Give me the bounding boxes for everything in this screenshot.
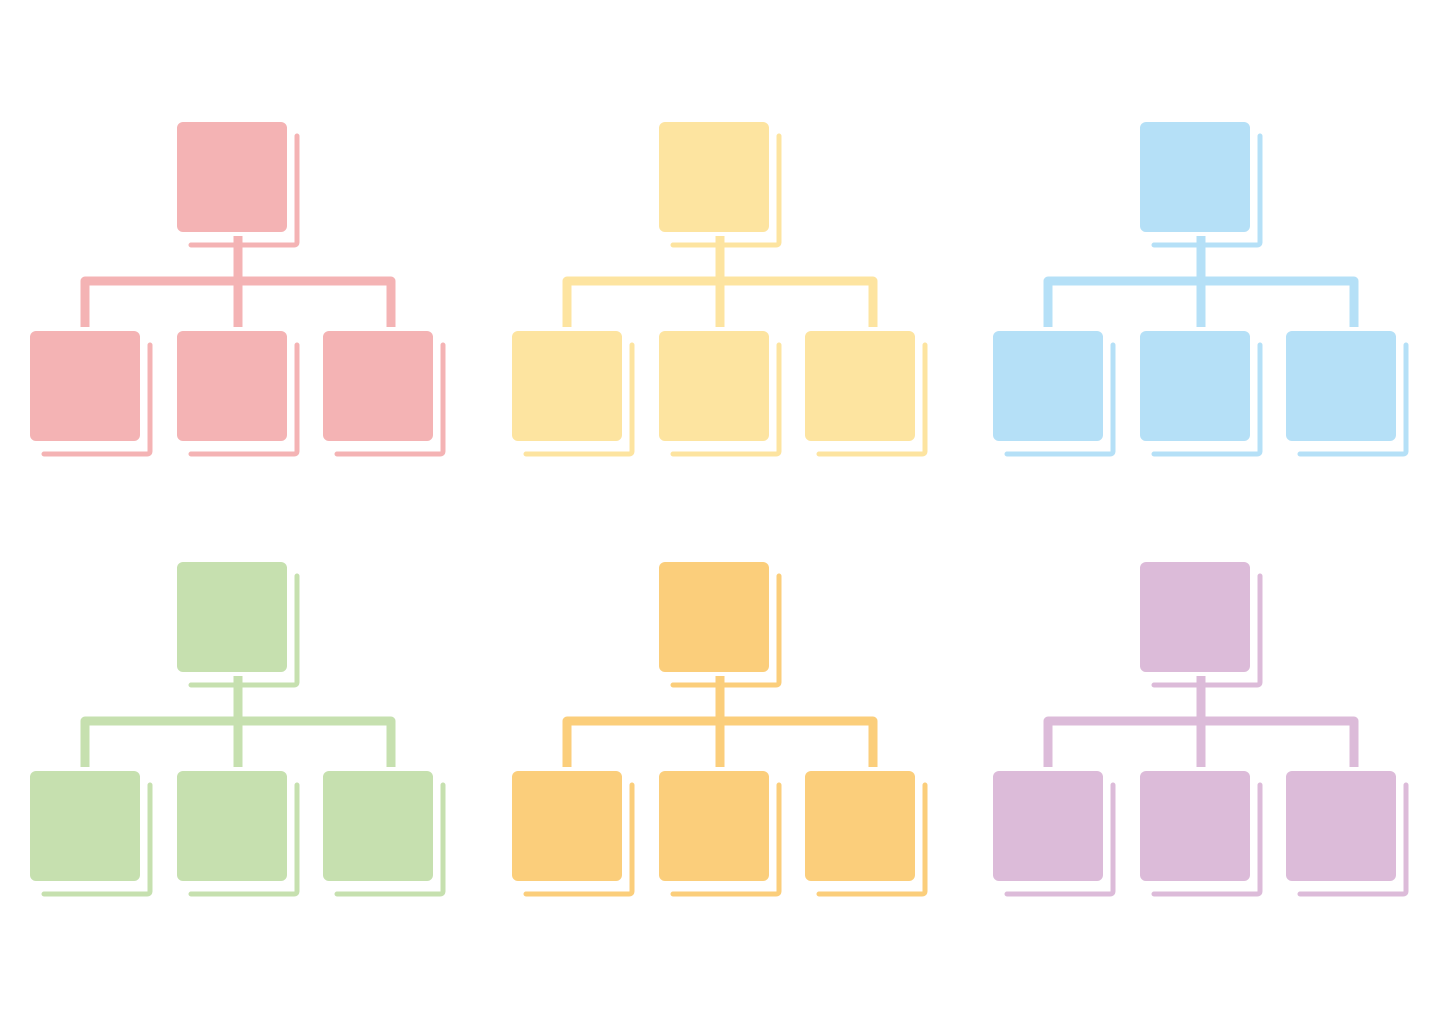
child-node-1 — [989, 767, 1116, 897]
hierarchy-diagram-orange — [508, 558, 928, 897]
card-box — [993, 771, 1103, 881]
connector-branch — [80, 276, 396, 330]
stacked-card-outline — [670, 133, 782, 248]
child-node-2 — [1136, 767, 1263, 897]
child-node-2 — [1136, 327, 1263, 457]
child-node-1 — [508, 767, 635, 897]
stacked-card-outline — [1297, 342, 1409, 457]
child-node-3 — [801, 767, 928, 897]
card-box — [512, 331, 622, 441]
stacked-card-outline — [670, 782, 782, 897]
card-box — [177, 562, 287, 672]
root-node — [1136, 558, 1263, 688]
stacked-card-outline — [41, 342, 153, 457]
child-node-1 — [26, 327, 153, 457]
connector-branch — [1043, 276, 1359, 330]
connector-branch — [562, 276, 878, 330]
card-box — [1140, 331, 1250, 441]
stacked-card-outline — [1151, 342, 1263, 457]
connector-branch — [1043, 716, 1359, 770]
child-node-3 — [1282, 327, 1409, 457]
stacked-card-outline — [1151, 133, 1263, 248]
card-box — [1286, 331, 1396, 441]
card-box — [993, 331, 1103, 441]
root-node — [173, 118, 300, 248]
card-box — [177, 331, 287, 441]
child-node-2 — [173, 327, 300, 457]
card-box — [659, 771, 769, 881]
child-node-2 — [655, 327, 782, 457]
child-node-2 — [655, 767, 782, 897]
stacked-card-outline — [41, 782, 153, 897]
stacked-card-outline — [188, 573, 300, 688]
root-node — [1136, 118, 1263, 248]
child-node-1 — [26, 767, 153, 897]
stacked-card-outline — [188, 342, 300, 457]
root-node — [173, 558, 300, 688]
child-node-3 — [319, 767, 446, 897]
card-box — [30, 331, 140, 441]
card-box — [1140, 771, 1250, 881]
card-box — [659, 331, 769, 441]
hierarchy-diagram-green — [26, 558, 446, 897]
hierarchy-diagram-pink — [26, 118, 446, 457]
stacked-card-outline — [1004, 342, 1116, 457]
child-node-1 — [508, 327, 635, 457]
hierarchy-diagram-purple — [989, 558, 1409, 897]
stacked-card-outline — [816, 342, 928, 457]
child-node-1 — [989, 327, 1116, 457]
card-box — [177, 771, 287, 881]
stacked-card-outline — [334, 342, 446, 457]
stacked-card-outline — [1297, 782, 1409, 897]
stacked-card-outline — [670, 573, 782, 688]
stacked-card-outline — [1151, 573, 1263, 688]
stacked-card-outline — [334, 782, 446, 897]
connector-branch — [80, 716, 396, 770]
card-box — [805, 331, 915, 441]
card-box — [1140, 122, 1250, 232]
card-box — [323, 771, 433, 881]
child-node-3 — [1282, 767, 1409, 897]
stacked-card-outline — [1004, 782, 1116, 897]
root-node — [655, 118, 782, 248]
card-box — [1140, 562, 1250, 672]
hierarchy-diagram-yellow — [508, 118, 928, 457]
child-node-3 — [319, 327, 446, 457]
stacked-card-outline — [523, 342, 635, 457]
child-node-2 — [173, 767, 300, 897]
card-box — [1286, 771, 1396, 881]
card-box — [659, 562, 769, 672]
card-box — [805, 771, 915, 881]
connector-branch — [562, 716, 878, 770]
card-box — [30, 771, 140, 881]
stacked-card-outline — [1151, 782, 1263, 897]
card-box — [512, 771, 622, 881]
card-box — [659, 122, 769, 232]
card-box — [177, 122, 287, 232]
child-node-3 — [801, 327, 928, 457]
hierarchy-diagram-blue — [989, 118, 1409, 457]
card-box — [323, 331, 433, 441]
stacked-card-outline — [188, 133, 300, 248]
stacked-card-outline — [670, 342, 782, 457]
root-node — [655, 558, 782, 688]
stacked-card-outline — [188, 782, 300, 897]
stacked-card-outline — [523, 782, 635, 897]
stacked-card-outline — [816, 782, 928, 897]
